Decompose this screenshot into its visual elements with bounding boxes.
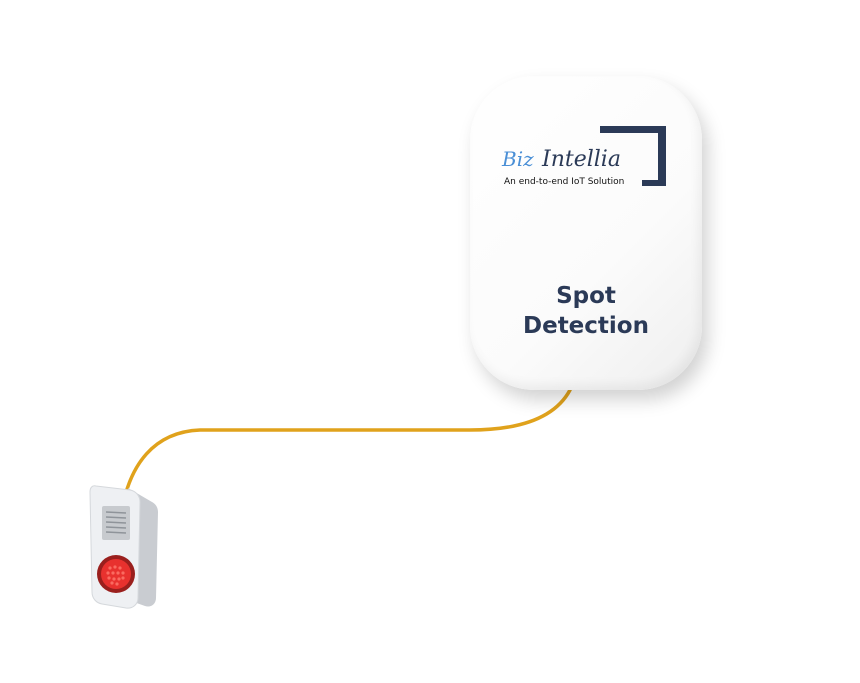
alarm-siren-icon <box>89 485 158 609</box>
logo-brand-intellia: Intellia <box>541 147 621 172</box>
device-title-line2: Detection <box>523 313 649 339</box>
logo-tagline: An end-to-end IoT Solution <box>504 177 624 187</box>
spot-detection-device: Biz Intellia An end-to-end IoT Solution … <box>470 76 702 390</box>
device-title: Spot Detection <box>470 281 702 341</box>
siren-light <box>106 565 125 586</box>
logo-bracket-icon <box>600 126 666 186</box>
logo-brand-biz: Biz <box>501 147 534 171</box>
cable-line <box>123 388 572 498</box>
device-title-line1: Spot <box>556 283 616 309</box>
biz-intellia-logo: Biz Intellia An end-to-end IoT Solution <box>501 126 666 187</box>
